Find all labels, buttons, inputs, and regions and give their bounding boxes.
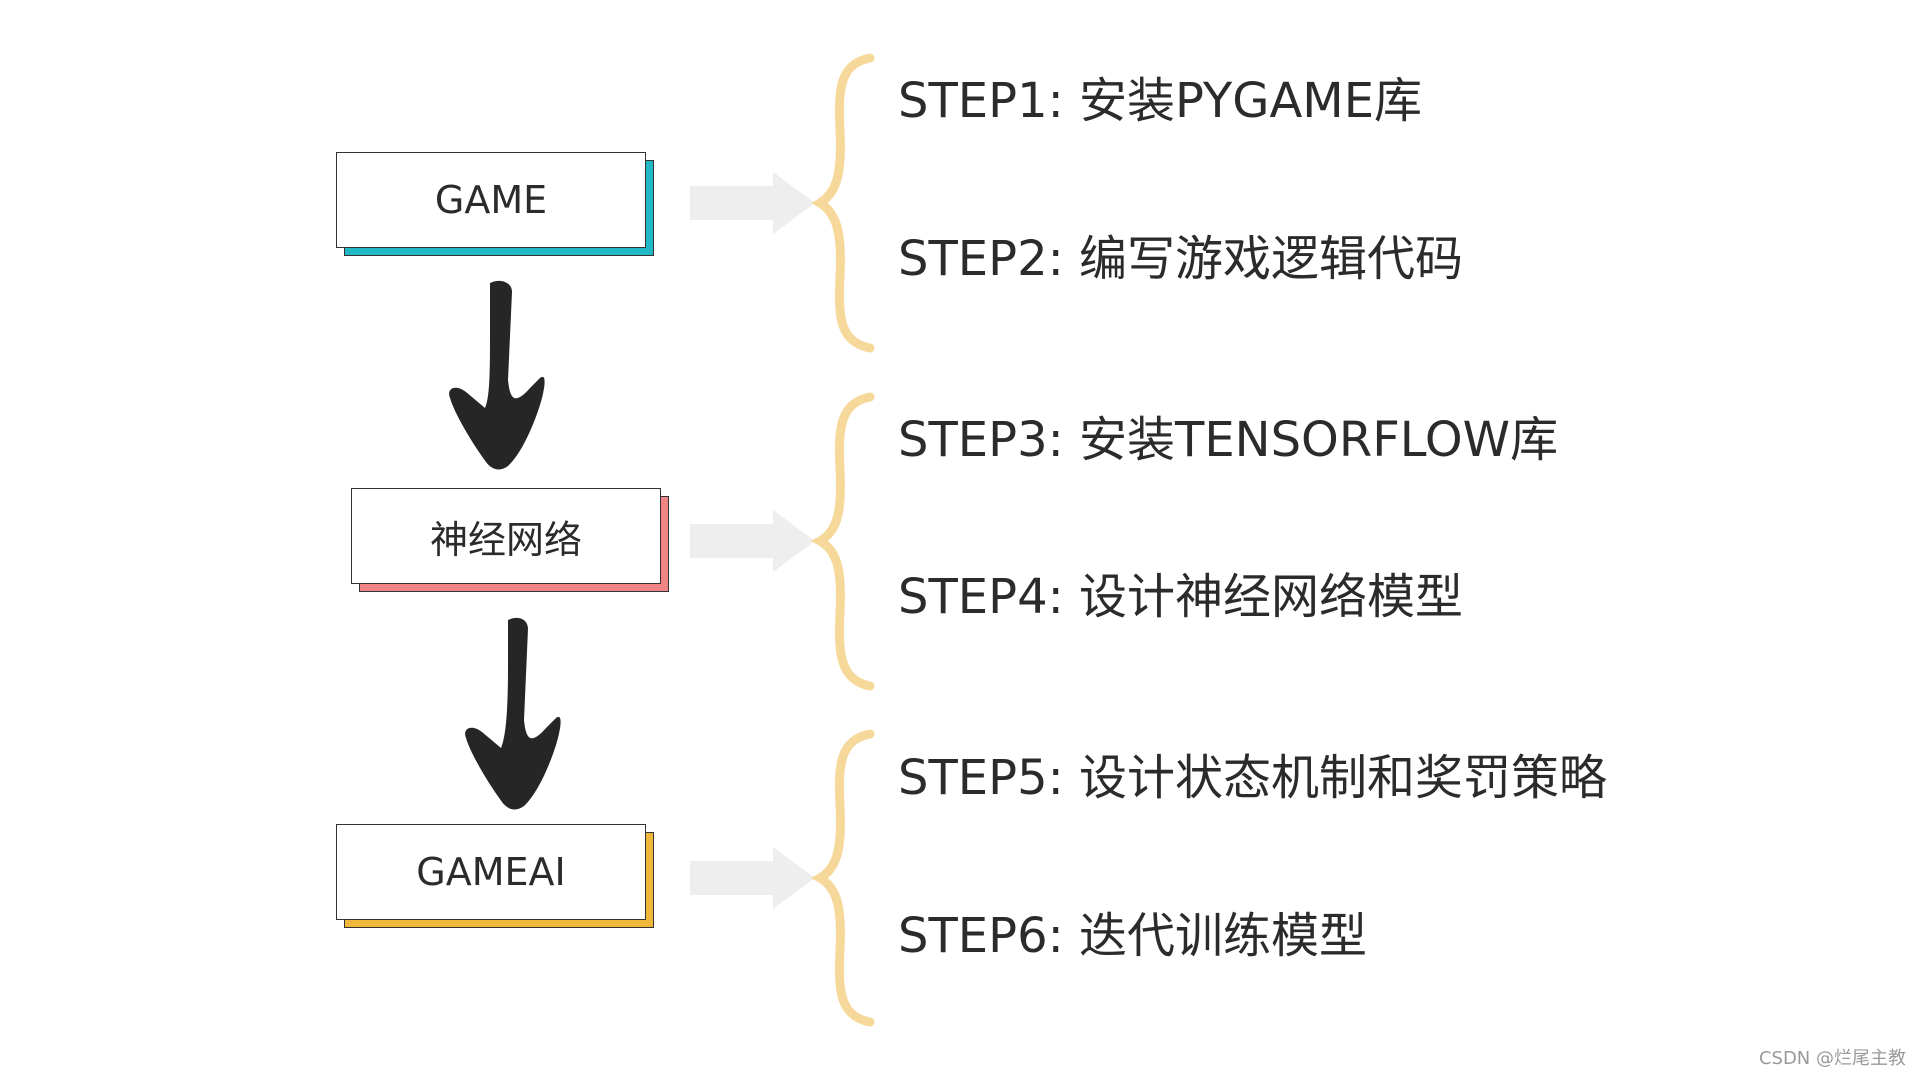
right-arrow-2: [690, 510, 815, 572]
node-neural-network: 神经网络: [351, 488, 669, 592]
step-5-text: STEP5: 设计状态机制和奖罚策略: [898, 750, 1608, 806]
node-neural-network-label: 神经网络: [351, 488, 661, 584]
node-game: GAME: [336, 152, 654, 256]
down-arrow-1: [449, 280, 545, 470]
step-1-text: STEP1: 安装PYGAME库: [898, 73, 1423, 129]
right-arrow-3: [690, 847, 815, 909]
node-gameai: GAMEAI: [336, 824, 654, 928]
brace-1: [811, 53, 875, 353]
step-2-text: STEP2: 编写游戏逻辑代码: [898, 231, 1464, 287]
brace-3: [810, 729, 875, 1027]
node-gameai-label: GAMEAI: [336, 824, 646, 920]
step-6-text: STEP6: 迭代训练模型: [898, 908, 1368, 964]
brace-2: [810, 392, 875, 691]
step-4-text: STEP4: 设计神经网络模型: [898, 569, 1464, 625]
node-game-label: GAME: [336, 152, 646, 248]
watermark-text: CSDN @烂尾主教: [1758, 1048, 1906, 1069]
down-arrow-2: [465, 617, 561, 810]
right-arrow-1: [690, 172, 815, 234]
step-3-text: STEP3: 安装TENSORFLOW库: [898, 412, 1559, 468]
